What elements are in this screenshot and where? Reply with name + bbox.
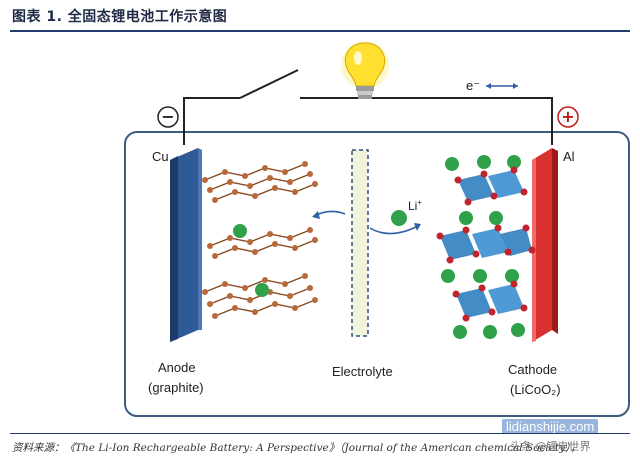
svg-text:+: +	[561, 107, 574, 126]
light-bulb-icon	[341, 41, 389, 99]
watermark-account: 头条 @锂电世界	[510, 440, 591, 453]
anode-metal-label: Cu	[152, 149, 169, 164]
cathode-lithium-row-4	[453, 323, 525, 339]
electron-flow-arrow-icon	[486, 83, 518, 89]
graphite-atoms-2	[207, 227, 318, 259]
graphite-layer-1	[204, 163, 316, 201]
lithium-ion-label: Li+	[408, 198, 422, 213]
circuit-switch	[239, 69, 299, 99]
cathode-octahedra-row-1	[454, 166, 528, 206]
title-divider	[10, 30, 630, 32]
ion-flow-arrow-right-icon	[369, 223, 421, 235]
source-citation: 资料来源：《The Li-Ion Rechargeable Battery: A…	[12, 442, 581, 454]
negative-terminal-icon: −	[157, 106, 179, 128]
graphite-layer-2	[209, 229, 316, 257]
cell-container	[124, 131, 630, 417]
cathode-octahedra-row-3	[452, 280, 528, 322]
svg-text:−: −	[161, 107, 174, 126]
electrolyte-label: Electrolyte	[332, 364, 393, 379]
watermark-site: lidianshijie.com	[502, 419, 599, 434]
circuit-wire-left	[183, 97, 240, 145]
cathode-lithium-row-1	[445, 155, 521, 171]
cathode-metal-label: Al	[563, 149, 575, 164]
anode-material-label: (graphite)	[148, 380, 204, 395]
cathode-octahedra-row-2	[436, 224, 536, 264]
positive-terminal-icon: +	[557, 106, 579, 128]
anode-plate	[170, 148, 202, 342]
electron-label: e⁻	[466, 78, 480, 93]
graphite-atoms-3	[202, 273, 318, 319]
cathode-label: Cathode	[508, 362, 557, 377]
electrolyte-separator	[351, 149, 369, 337]
migrating-lithium-ion	[391, 210, 407, 226]
ion-flow-arrow-left-icon	[312, 210, 346, 219]
battery-diagram: − + e⁻ Cu Al	[124, 41, 630, 417]
figure-title: 图表 1. 全固态锂电池工作示意图	[12, 9, 228, 25]
anode-label: Anode	[158, 360, 196, 375]
anode-lithium-ion	[233, 224, 247, 238]
cathode-lithium-row-3	[441, 269, 519, 283]
circuit-wire-right	[300, 97, 553, 145]
anode-lithium-ion	[255, 283, 269, 297]
cathode-lithium-row-2	[459, 211, 503, 225]
cathode-material-label: (LiCoO₂)	[510, 382, 561, 397]
cathode-plate	[532, 148, 558, 342]
graphite-atoms-1	[202, 161, 318, 203]
source-divider	[10, 433, 630, 434]
